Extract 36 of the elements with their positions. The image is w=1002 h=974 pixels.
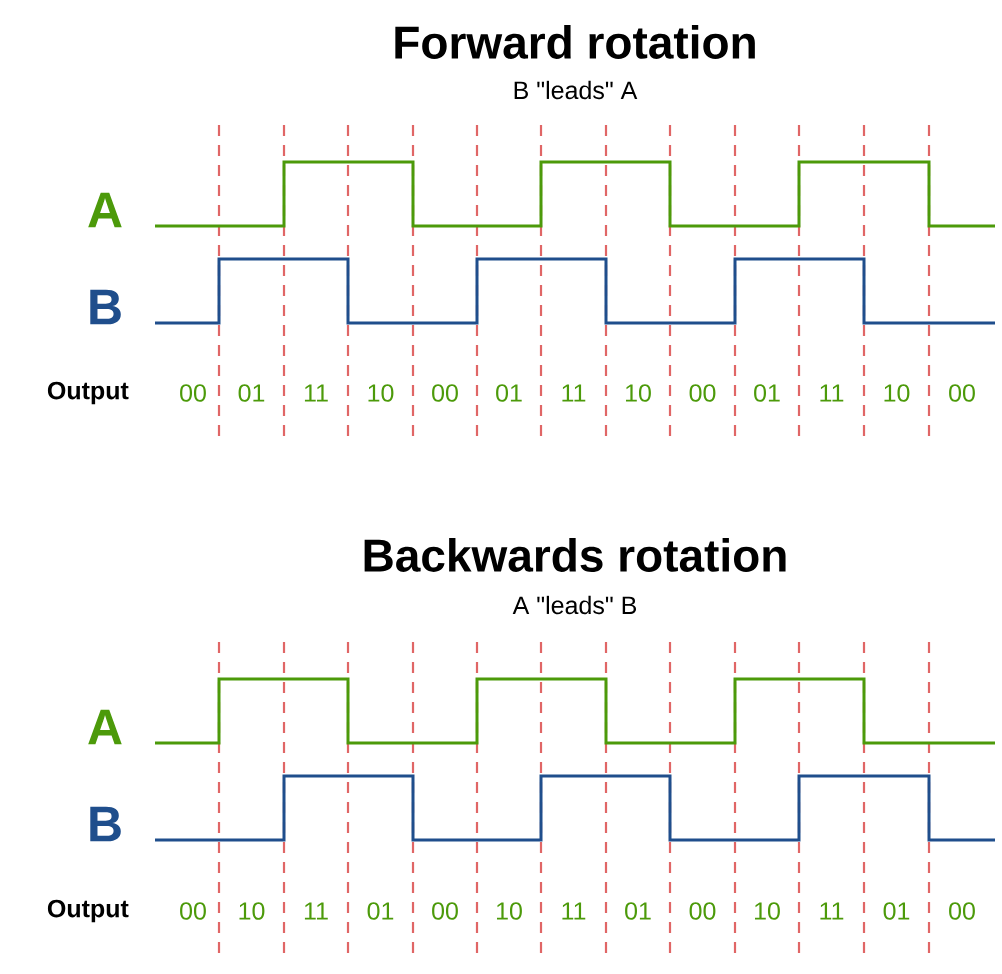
output-code: 01: [494, 383, 524, 403]
subtitle: B "leads" A: [514, 80, 638, 100]
output-code: 00: [430, 901, 460, 921]
output-code: 11: [559, 901, 588, 921]
output-code: 01: [752, 383, 782, 403]
output-code: 00: [178, 383, 208, 403]
subtitle: A "leads" B: [512, 595, 637, 615]
output-code: 01: [236, 383, 267, 403]
signal-label: B: [90, 289, 121, 325]
output-code: 10: [236, 901, 267, 921]
output-code: 10: [623, 383, 653, 403]
output-code: 00: [947, 901, 977, 921]
output-code: 00: [687, 901, 718, 921]
output-code: 00: [430, 383, 460, 403]
output-code: 11: [817, 383, 846, 403]
section-heading: Backwards rotation: [364, 538, 786, 572]
output-code: 00: [947, 383, 977, 403]
output-code: 01: [881, 901, 912, 921]
output-code: 00: [687, 383, 718, 403]
row-label: Output: [47, 899, 129, 923]
signal-label: B: [90, 806, 121, 842]
output-code: 10: [494, 901, 524, 921]
output-code: 11: [559, 383, 588, 403]
output-code: 00: [178, 901, 208, 921]
output-code: 01: [365, 901, 396, 921]
section-heading: Forward rotation: [395, 25, 755, 59]
output-code: 11: [817, 901, 846, 921]
output-code: 11: [302, 383, 330, 403]
output-code: 11: [302, 901, 330, 921]
signal-label: A: [88, 192, 122, 228]
output-code: 10: [881, 383, 912, 403]
output-code: 01: [623, 901, 653, 921]
output-code: 10: [752, 901, 782, 921]
output-code: 10: [365, 383, 396, 403]
signal-label: A: [88, 709, 122, 745]
row-label: Output: [47, 381, 129, 405]
